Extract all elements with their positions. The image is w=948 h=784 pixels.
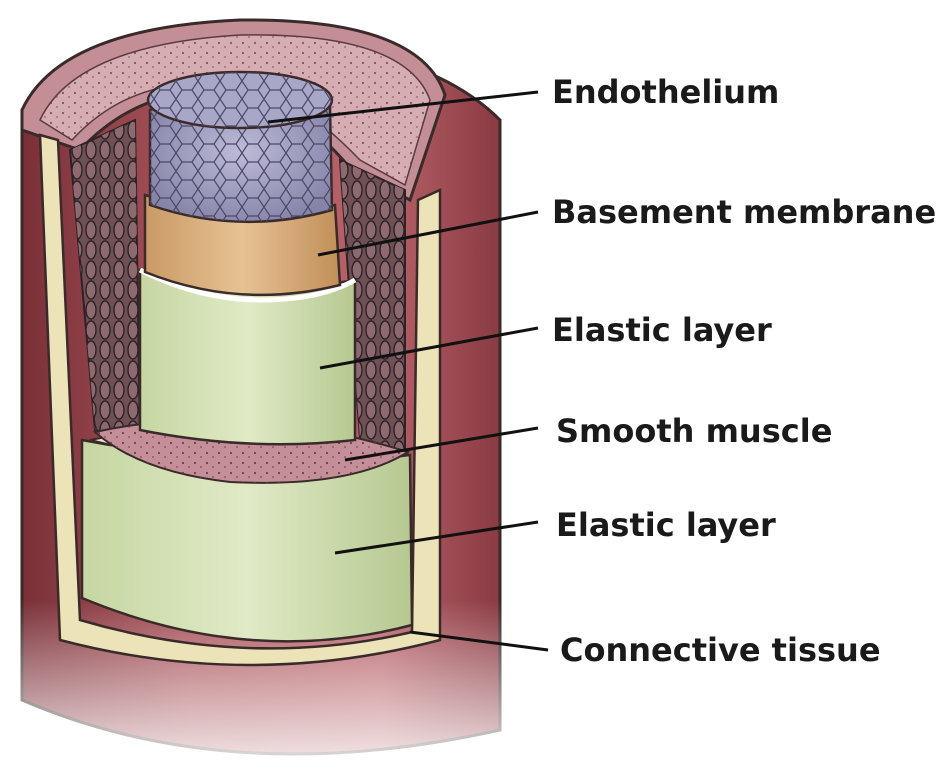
label-elastic-layer-outer: Elastic layer <box>556 506 776 544</box>
label-connective-tissue: Connective tissue <box>560 631 881 669</box>
leader-line-elastic-layer-outer <box>334 520 539 555</box>
label-endothelium: Endothelium <box>552 73 780 111</box>
endothelium-layer <box>146 70 334 224</box>
label-basement-membrane: Basement membrane <box>552 193 937 231</box>
elastic-layer-inner <box>138 267 357 446</box>
label-elastic-layer-inner: Elastic layer <box>552 311 772 349</box>
leader-line-connective-tissue <box>409 630 549 652</box>
leader-line-smooth-muscle <box>344 426 539 462</box>
label-smooth-muscle: Smooth muscle <box>556 412 833 450</box>
leader-lines <box>267 90 549 652</box>
cut-edge <box>38 133 442 667</box>
leader-line-endothelium <box>267 90 539 124</box>
leader-line-basement-membrane <box>317 210 539 257</box>
smooth-muscle-mesh <box>68 118 406 462</box>
leader-line-elastic-layer-inner <box>319 326 539 370</box>
